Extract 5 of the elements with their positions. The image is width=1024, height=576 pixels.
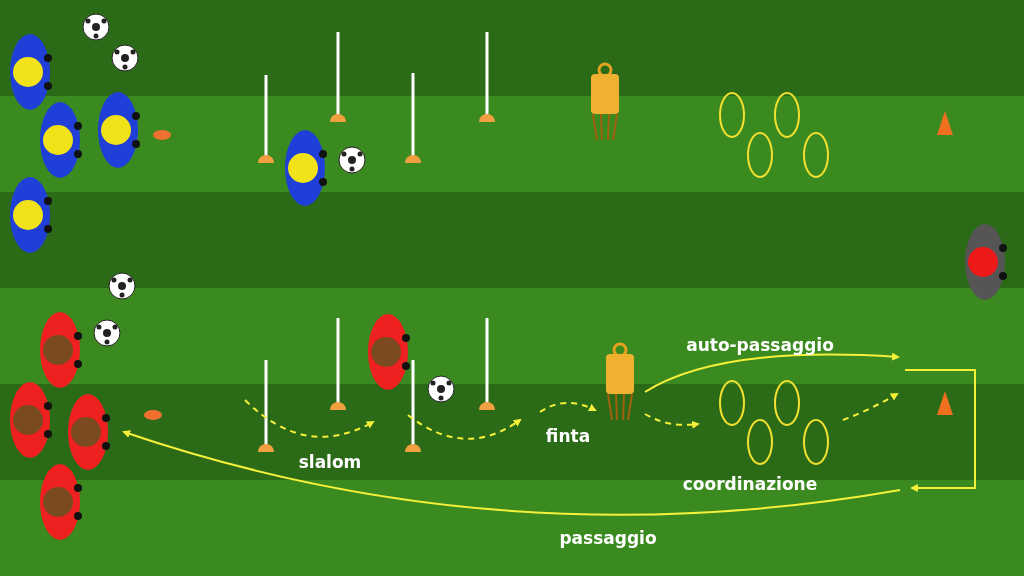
drill-label: auto-passaggio: [686, 335, 834, 355]
drill-label: coordinazione: [682, 474, 818, 494]
drill-label: slalom: [298, 452, 362, 472]
drill-label: finta: [545, 426, 591, 446]
drill-label: passaggio: [559, 528, 657, 548]
